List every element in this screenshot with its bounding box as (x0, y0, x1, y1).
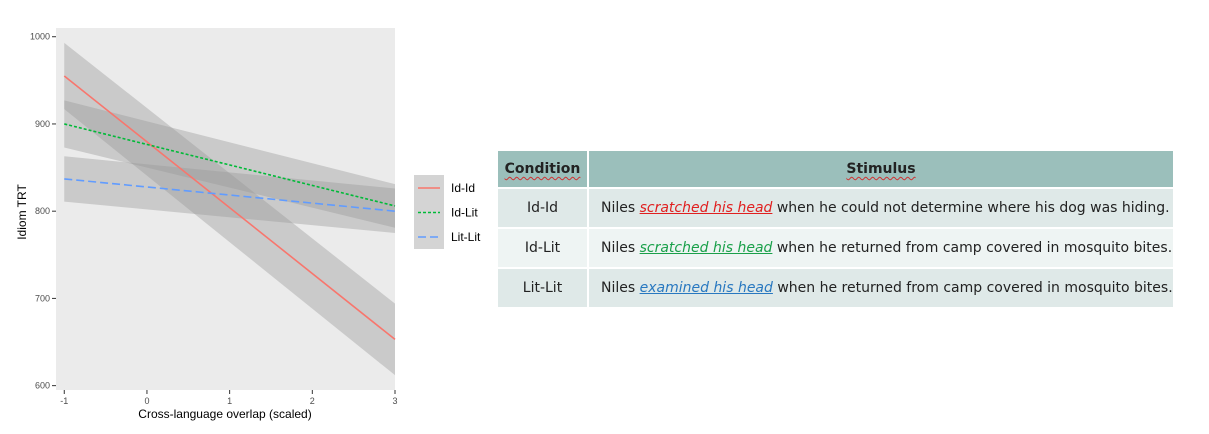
header-condition: Condition (498, 151, 589, 189)
condition-cell: Id-Lit (498, 228, 589, 269)
legend-label: Id-Id (451, 181, 475, 195)
condition-cell: Id-Id (498, 188, 589, 229)
stimulus-cell: Niles scratched his head when he could n… (588, 188, 1173, 229)
ci-band (64, 42, 395, 376)
legend-label: Id-Lit (451, 206, 478, 220)
stimulus-cell: Niles scratched his head when he returne… (588, 228, 1173, 269)
legend-label: Lit-Lit (451, 230, 481, 244)
condition-cell: Lit-Lit (498, 268, 589, 309)
x-tick-label: -1 (60, 396, 68, 406)
table-row: Id-Lit Niles scratched his head when he … (498, 228, 1173, 269)
x-tick-label: 0 (144, 396, 149, 406)
x-tick-label: 3 (392, 396, 397, 406)
y-tick-label: 700 (35, 293, 50, 303)
series-line (64, 178, 396, 212)
chart: -1 0 1 2 3 600 700 800 900 1000 Cross-language o… (15, 28, 481, 421)
table-row: Id-Id Niles scratched his head when he c… (498, 188, 1173, 229)
stimulus-cell: Niles examined his head when he returned… (588, 268, 1173, 309)
series-line (63, 75, 396, 341)
table-row: Lit-Lit Niles examined his head when he … (498, 268, 1173, 309)
idiom-phrase: examined his head (639, 280, 773, 296)
y-tick-label: 1000 (30, 32, 50, 42)
y-tick-label: 600 (35, 381, 50, 391)
x-tick-label: 1 (227, 396, 232, 406)
x-axis-label: Cross-language overlap (scaled) (138, 407, 311, 421)
plot-panel (56, 28, 395, 390)
ci-band (64, 100, 395, 228)
series-line (64, 123, 396, 207)
idiom-phrase: scratched his head (639, 240, 773, 256)
idiom-phrase: scratched his head (639, 200, 773, 216)
y-tick-label: 900 (35, 119, 50, 129)
table-header-row: Condition Stimulus (498, 151, 1173, 189)
x-tick-label: 2 (310, 396, 315, 406)
stimulus-table: Condition Stimulus Id-Id Niles scratched… (498, 151, 1173, 309)
header-stimulus: Stimulus (588, 151, 1173, 189)
y-tick-label: 800 (35, 206, 50, 216)
y-axis-label: Idiom TRT (15, 184, 29, 240)
ci-band (64, 156, 395, 233)
